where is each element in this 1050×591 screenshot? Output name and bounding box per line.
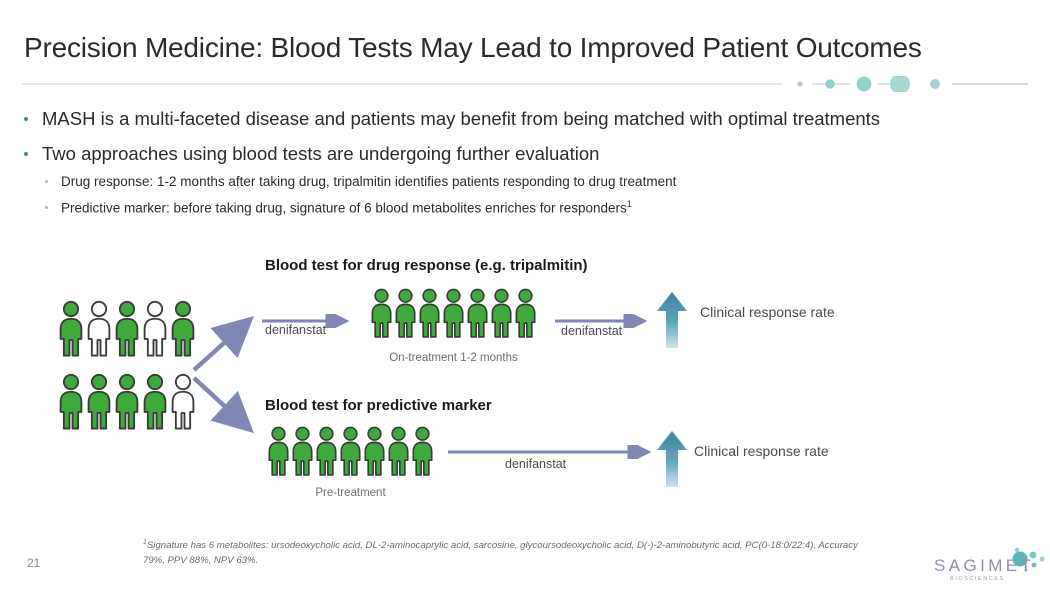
person-icon-green [515,288,536,338]
person-icon-white [143,300,167,357]
panel-1-in-arrow-label: denifanstat [265,323,327,337]
person-icon-green [171,300,195,357]
branch-arrow-up-icon [192,315,255,372]
panel-1-caption: On-treatment 1-2 months [389,352,518,364]
bullet-marker-icon [24,151,28,156]
bullet-text: Two approaches using blood tests are und… [42,143,600,164]
person-icon-green [115,300,139,357]
source-group-row-bottom [58,373,196,430]
branch-arrow-down-icon [192,376,254,434]
person-icon-green [412,426,433,476]
person-icon-green [59,373,83,430]
person-icon-green [292,426,313,476]
bullet-text: MASH is a multi-faceted disease and pati… [42,108,881,129]
divider-graphic [22,74,1028,94]
panel-1-heading: Blood test for drug response (e.g. tripa… [265,257,588,274]
bullet-item-1: MASH is a multi-faceted disease and pati… [24,108,880,130]
person-icon-green [371,288,392,338]
person-icon-green [388,426,409,476]
panel-2-out-arrow-label: denifanstat [505,457,567,471]
person-icon-green [443,288,464,338]
sub-bullet-marker-icon [45,179,48,183]
person-icon-white [87,300,111,357]
person-icon-green [115,373,139,430]
footnote: 1Signature has 6 metabolites: ursodeoxyc… [143,538,873,569]
panel-2-caption: Pre-treatment [315,487,386,499]
sub-bullet-text: Drug response: 1-2 months after taking d… [61,174,677,189]
person-icon-white [171,373,195,430]
footnote-text: Signature has 6 metabolites: ursodeoxych… [143,540,858,567]
logo-wordmark: SAGIMET [934,556,1035,575]
panel-2-people-group [267,426,434,476]
person-icon-green [419,288,440,338]
panel-2-outcome-label: Clinical response rate [694,443,829,459]
panel-1-out-arrow-label: denifanstat [561,324,623,338]
page-title: Precision Medicine: Blood Tests May Lead… [24,32,922,63]
person-icon-green [491,288,512,338]
person-icon-green [340,426,361,476]
logo-dots-icon [1012,547,1045,572]
panel-1-outcome-label: Clinical response rate [700,304,835,320]
panel-1-out-arrow-icon [555,314,648,328]
person-icon-green [87,373,111,430]
person-icon-green [467,288,488,338]
panel-2-increase-arrow-icon [657,431,687,487]
page-number: 21 [27,556,41,570]
sub-bullet-marker-icon [45,206,48,210]
bullet-marker-icon [24,116,28,121]
panel-1-in-arrow-icon [262,314,350,328]
person-icon-green [268,426,289,476]
panel-2-out-arrow-icon [448,445,652,459]
person-icon-green [143,373,167,430]
sub-bullet-item-2: Predictive marker: before taking drug, s… [45,199,632,216]
person-icon-green [364,426,385,476]
person-icon-green [395,288,416,338]
panel-2-heading: Blood test for predictive marker [265,397,492,414]
person-icon-green [59,300,83,357]
decorative-divider [22,74,1028,94]
sub-bullet-text: Predictive marker: before taking drug, s… [61,200,627,216]
logo-tagline: BIOSCIENCES [950,576,1005,582]
footnote-marker: 1 [143,539,147,546]
bullet-item-2: Two approaches using blood tests are und… [24,143,599,165]
footnote-reference: 1 [626,199,632,209]
source-group-row-top [58,300,196,357]
panel-1-people-group [370,288,537,338]
panel-1-increase-arrow-icon [657,292,687,348]
person-icon-green [316,426,337,476]
sub-bullet-item-1: Drug response: 1-2 months after taking d… [45,174,676,189]
